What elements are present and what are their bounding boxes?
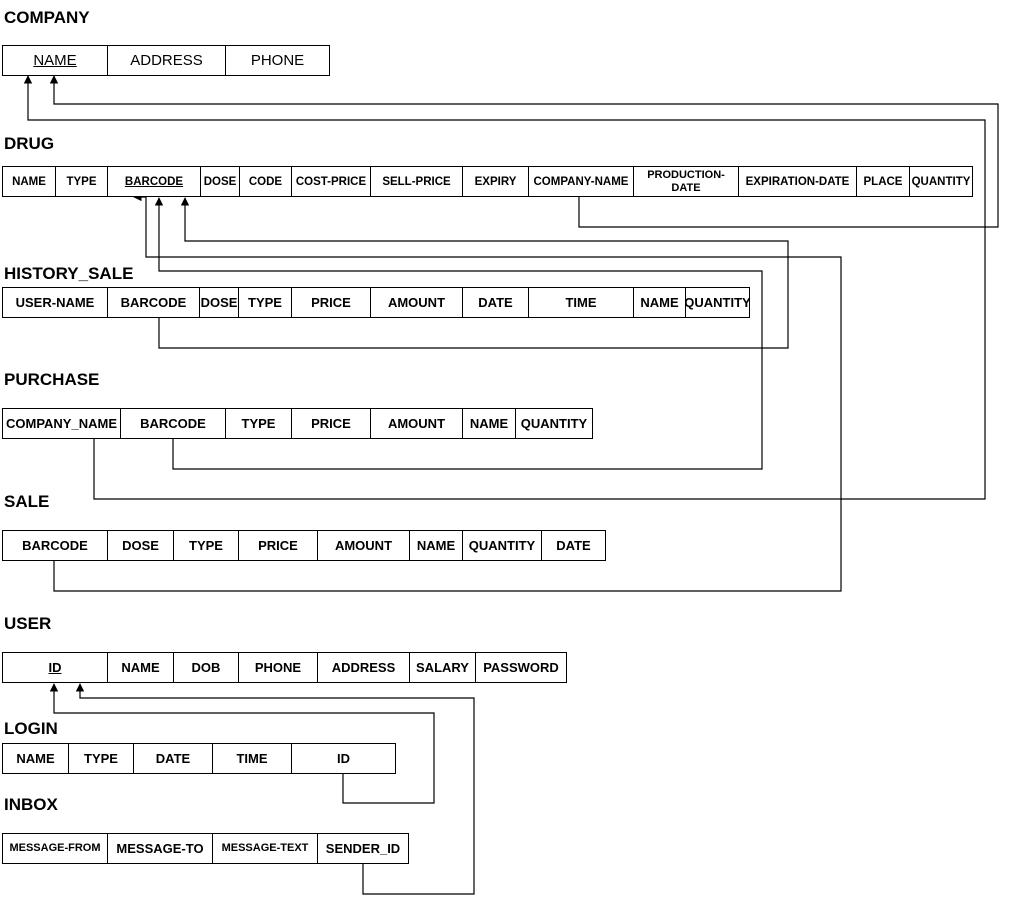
- field-inbox-message-to: MESSAGE-TO: [108, 834, 213, 863]
- table-title-user: USER: [4, 614, 52, 633]
- table-title-history-sale: HISTORY_SALE: [4, 264, 134, 283]
- table-title-drug: DRUG: [4, 134, 55, 153]
- field-history-time: TIME: [529, 288, 634, 317]
- field-drug-production-date: PRODUCTION-DATE: [634, 167, 739, 196]
- field-history-quantity: QUANTITY: [686, 295, 749, 310]
- field-purchase-price: PRICE: [292, 409, 371, 438]
- field-login-id: ID: [337, 751, 350, 766]
- field-login-type: TYPE: [69, 744, 134, 773]
- field-login-date: DATE: [134, 744, 213, 773]
- field-sale-quantity: QUANTITY: [463, 531, 542, 560]
- field-drug-name: NAME: [3, 167, 56, 196]
- field-drug-code: CODE: [240, 167, 292, 196]
- field-user-phone: PHONE: [239, 653, 318, 682]
- fk-history-sale-drug: [158, 197, 789, 349]
- table-drug: NAME TYPE BARCODE DOSE CODE COST-PRICE S…: [2, 166, 973, 197]
- table-title-inbox: INBOX: [4, 795, 58, 814]
- field-history-user-name: USER-NAME: [3, 288, 108, 317]
- field-inbox-sender-id: SENDER_ID: [325, 841, 401, 856]
- field-history-dose: DOSE: [200, 288, 239, 317]
- field-drug-expiration-date: EXPIRATION-DATE: [739, 167, 857, 196]
- field-sale-barcode: BARCODE: [3, 531, 108, 560]
- field-company-phone: PHONE: [250, 52, 305, 69]
- field-purchase-company-name: COMPANY_NAME: [3, 409, 121, 438]
- field-user-password: PASSWORD: [483, 660, 559, 675]
- field-inbox-message-from: MESSAGE-FROM: [3, 834, 108, 863]
- field-history-type: TYPE: [239, 288, 292, 317]
- table-inbox: MESSAGE-FROM MESSAGE-TO MESSAGE-TEXT SEN…: [2, 833, 409, 864]
- field-sale-date: DATE: [556, 538, 591, 553]
- field-sale-dose: DOSE: [108, 531, 174, 560]
- field-drug-dose: DOSE: [201, 167, 240, 196]
- field-user-dob: DOB: [174, 653, 239, 682]
- field-drug-place: PLACE: [857, 167, 910, 196]
- field-purchase-amount: AMOUNT: [371, 409, 463, 438]
- fk-sale-drug: [53, 192, 842, 592]
- table-title-sale: SALE: [4, 492, 50, 511]
- table-title-purchase: PURCHASE: [4, 370, 100, 389]
- field-sale-price: PRICE: [239, 531, 318, 560]
- field-history-name: NAME: [634, 288, 686, 317]
- fk-login-user: [49, 683, 435, 804]
- table-login: NAME TYPE DATE TIME ID: [2, 743, 396, 774]
- field-drug-cost-price: COST-PRICE: [292, 167, 371, 196]
- field-drug-expiry: EXPIRY: [463, 167, 529, 196]
- field-purchase-name: NAME: [463, 409, 516, 438]
- field-sale-name: NAME: [410, 531, 463, 560]
- field-user-salary: SALARY: [410, 653, 476, 682]
- fk-purchase-drug: [154, 197, 763, 470]
- fk-inbox-user: [75, 683, 475, 895]
- table-title-company: COMPANY: [4, 8, 90, 27]
- field-company-name: NAME: [3, 46, 108, 75]
- field-user-address: ADDRESS: [318, 653, 410, 682]
- fk-drug-company: [49, 75, 999, 228]
- field-user-name: NAME: [108, 653, 174, 682]
- field-sale-type: TYPE: [174, 531, 239, 560]
- field-drug-quantity: QUANTITY: [911, 175, 971, 188]
- table-sale: BARCODE DOSE TYPE PRICE AMOUNT NAME QUAN…: [2, 530, 606, 561]
- field-company-address: ADDRESS: [108, 46, 226, 75]
- table-user: ID NAME DOB PHONE ADDRESS SALARY PASSWOR…: [2, 652, 567, 683]
- field-login-name: NAME: [3, 744, 69, 773]
- table-company: NAME ADDRESS PHONE: [2, 45, 330, 76]
- field-history-price: PRICE: [292, 288, 371, 317]
- table-title-login: LOGIN: [4, 719, 58, 738]
- field-history-amount: AMOUNT: [371, 288, 463, 317]
- field-login-time: TIME: [213, 744, 292, 773]
- table-history-sale: USER-NAME BARCODE DOSE TYPE PRICE AMOUNT…: [2, 287, 750, 318]
- field-purchase-quantity: QUANTITY: [520, 416, 588, 431]
- field-user-id: ID: [3, 653, 108, 682]
- table-purchase: COMPANY_NAME BARCODE TYPE PRICE AMOUNT N…: [2, 408, 593, 439]
- field-drug-type: TYPE: [56, 167, 108, 196]
- field-sale-amount: AMOUNT: [318, 531, 410, 560]
- field-inbox-message-text: MESSAGE-TEXT: [213, 834, 318, 863]
- field-history-date: DATE: [463, 288, 529, 317]
- field-purchase-barcode: BARCODE: [121, 409, 226, 438]
- fk-purchase-company: [23, 75, 986, 500]
- field-history-barcode: BARCODE: [108, 288, 200, 317]
- field-drug-sell-price: SELL-PRICE: [371, 167, 463, 196]
- field-drug-company-name: COMPANY-NAME: [529, 167, 634, 196]
- field-drug-barcode: BARCODE: [108, 167, 201, 196]
- field-purchase-type: TYPE: [226, 409, 292, 438]
